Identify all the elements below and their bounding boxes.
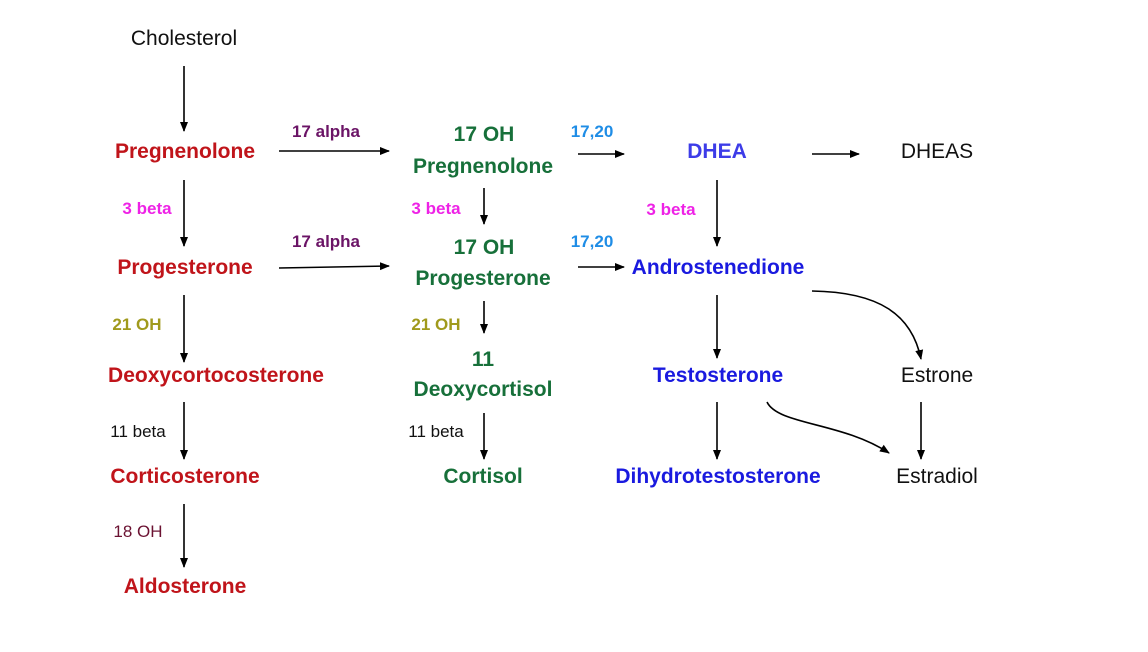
node-dihydrotestosterone: Dihydrotestosterone <box>615 464 821 488</box>
node-deoxycortisol-line2: Deoxycortisol <box>413 377 553 401</box>
enzyme-3beta-mid: 3 beta <box>411 199 461 219</box>
enzyme-17alpha-top: 17 alpha <box>291 122 361 142</box>
node-17oh-progesterone-line1: 17 OH <box>453 235 515 259</box>
enzyme-17-20-lyase-top: 17,20 <box>570 122 614 142</box>
node-androstenedione: Androstenedione <box>631 255 805 279</box>
node-testosterone: Testosterone <box>652 363 784 387</box>
node-progesterone: Progesterone <box>117 255 253 279</box>
arrow-androstenedione-to-estrone <box>811 290 924 360</box>
node-deoxycortisol-line1: 11 <box>471 347 495 371</box>
node-dheas: DHEAS <box>900 139 974 163</box>
node-17oh-pregnenolone-line2: Pregnenolone <box>412 154 554 178</box>
node-pregnenolone: Pregnenolone <box>114 139 256 163</box>
arrow-testosterone-to-estradiol <box>766 401 890 454</box>
enzyme-3beta-right: 3 beta <box>646 200 696 220</box>
node-estradiol: Estradiol <box>896 464 978 488</box>
enzyme-17-20-lyase-mid: 17,20 <box>570 232 614 252</box>
node-17oh-progesterone-line2: Progesterone <box>415 266 551 290</box>
enzyme-18oh: 18 OH <box>113 522 163 542</box>
node-aldosterone: Aldosterone <box>123 574 247 598</box>
node-17oh-pregnenolone-line1: 17 OH <box>453 122 515 146</box>
enzyme-17alpha-mid: 17 alpha <box>291 232 361 252</box>
enzyme-21oh-left: 21 OH <box>112 315 162 335</box>
enzyme-21oh-mid: 21 OH <box>411 315 461 335</box>
node-cholesterol: Cholesterol <box>130 26 238 50</box>
node-corticosterone: Corticosterone <box>110 464 260 488</box>
enzyme-11beta-mid: 11 beta <box>408 422 464 442</box>
node-estrone: Estrone <box>900 363 974 387</box>
enzyme-3beta-left: 3 beta <box>122 199 172 219</box>
arrow-progesterone-to-17oh-progesterone <box>278 262 390 271</box>
enzyme-11beta-left: 11 beta <box>110 422 166 442</box>
node-cortisol: Cortisol <box>443 464 523 488</box>
node-deoxycorticosterone: Deoxycortocosterone <box>108 363 324 387</box>
node-dhea: DHEA <box>687 139 747 163</box>
